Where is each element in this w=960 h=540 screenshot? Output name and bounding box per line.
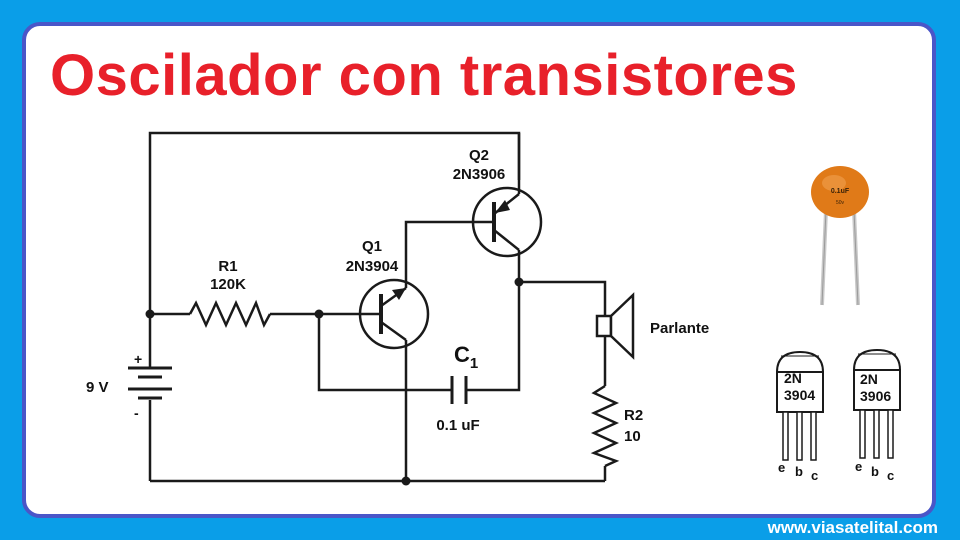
r2-value: 10 xyxy=(624,428,641,445)
battery-voltage: 9 V xyxy=(86,379,109,396)
r2-name: R2 xyxy=(624,407,643,424)
package-3906-pin-e: e xyxy=(855,459,862,474)
page-title: Oscilador con transistores xyxy=(50,43,798,108)
battery-minus: - xyxy=(134,405,139,421)
speaker-label: Parlante xyxy=(650,320,709,337)
r1-name: R1 xyxy=(218,258,237,275)
q1-part: 2N3904 xyxy=(346,258,399,275)
r1-resistor xyxy=(188,299,272,329)
ceramic-cap-voltage: 50v xyxy=(836,200,845,206)
package-3906-pin-c: c xyxy=(887,468,894,483)
package-3906-line2: 3906 xyxy=(860,388,891,404)
q2-name: Q2 xyxy=(469,147,489,164)
junction-dot xyxy=(314,309,324,319)
q1-transistor xyxy=(358,278,430,350)
package-2n3906: 2N 3906 e b c xyxy=(853,348,901,483)
package-3904-line2: 3904 xyxy=(784,387,815,403)
r1-value: 120K xyxy=(210,276,246,293)
c1-capacitor xyxy=(450,376,468,404)
package-3904-pin-b: b xyxy=(795,464,803,479)
q2-transistor xyxy=(471,133,543,258)
battery-plus: + xyxy=(134,351,142,367)
r2-resistor xyxy=(590,384,620,468)
battery-symbol xyxy=(128,366,172,400)
q2-part: 2N3906 xyxy=(453,166,506,183)
package-3904-line1: 2N xyxy=(784,370,802,386)
junction-dot xyxy=(145,309,155,319)
package-2n3904: 2N 3904 e b c xyxy=(776,350,824,483)
junction-dot xyxy=(401,476,411,486)
junction-dots xyxy=(145,277,524,486)
c1-value: 0.1 uF xyxy=(436,417,479,434)
package-3906-line1: 2N xyxy=(860,371,878,387)
package-3904-pin-c: c xyxy=(811,468,818,483)
footer-url: www.viasatelital.com xyxy=(767,518,938,537)
package-3906-pin-b: b xyxy=(871,464,879,479)
c1-name: C1 xyxy=(454,342,478,372)
speaker-symbol xyxy=(595,292,635,360)
q1-name: Q1 xyxy=(362,238,382,255)
ceramic-cap-marking: 0.1uF xyxy=(831,188,850,195)
ceramic-capacitor-illustration: 0.1uF 50v xyxy=(811,166,869,306)
package-3904-pin-e: e xyxy=(778,460,785,475)
junction-dot xyxy=(514,277,524,287)
